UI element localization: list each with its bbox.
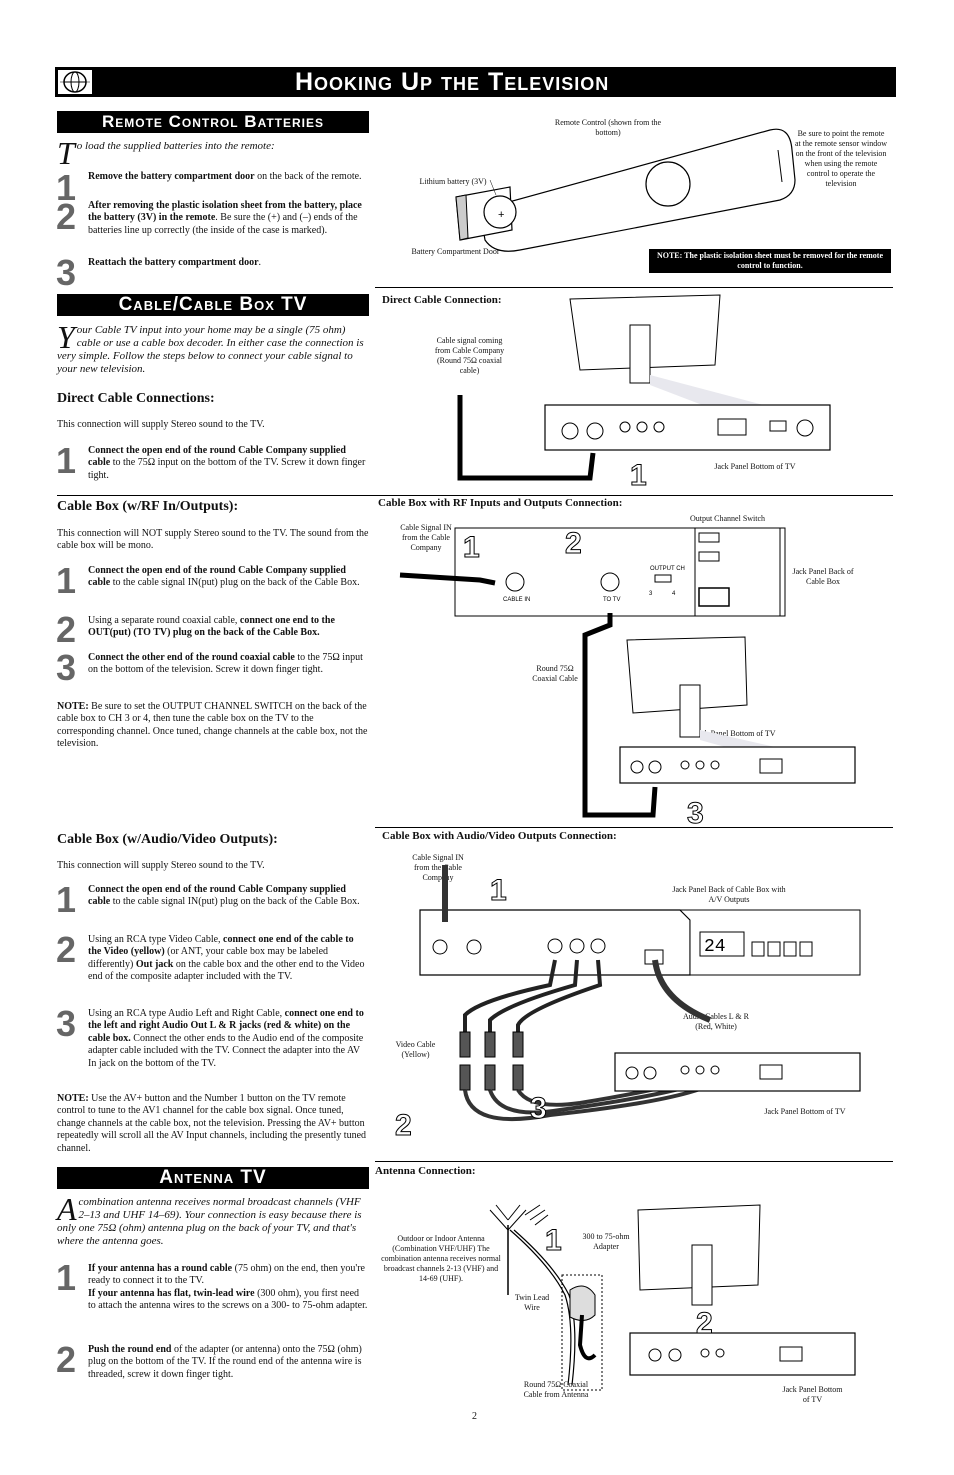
svg-text:1: 1 [463,531,480,564]
av-desc: This connection will supply Stereo sound… [57,860,265,871]
svg-text:3: 3 [649,591,653,597]
svg-text:2: 2 [565,527,582,560]
svg-text:2: 2 [395,1109,412,1142]
drop-cap: A [57,1191,77,1227]
rf-note: NOTE: Be sure to set the OUTPUT CHANNEL … [57,701,368,750]
adapter-label: 300 to 75-ohm Adapter [582,1232,630,1251]
av-jack-label: Jack Panel Bottom of TV [764,1107,846,1116]
rf-desc: This connection will NOT supply Stereo s… [57,528,369,552]
rf-step2: Using a separate round coaxial cable, co… [88,615,335,639]
divider [375,287,893,288]
point-note: Be sure to point the remote at the remot… [795,129,887,188]
step-number: 1 [56,560,77,601]
divider [375,1161,893,1162]
av-back-label: Jack Panel Back of Cable Box with A/V Ou… [672,885,786,904]
svg-text:1: 1 [545,1224,562,1257]
rf-step3: Connect the other end of the round coaxi… [88,652,363,676]
drop-cap: Y [57,319,75,355]
svg-text:CABLE IN: CABLE IN [503,597,530,603]
page-title-bar: Hooking Up the Television [55,67,896,97]
svg-text:1: 1 [630,459,647,492]
antenna-illustration: 1 2 [489,1204,856,1391]
antenna-intro-text: combination antenna receives normal broa… [57,1196,362,1247]
divider [57,495,893,496]
antenna-label: Outdoor or Indoor Antenna (Combination V… [381,1234,501,1283]
step-number: 3 [56,647,77,688]
remote-step3: Reattach the battery compartment door. [88,257,262,268]
direct-step1: Connect the open end of the round Cable … [88,445,366,481]
step-number: 2 [56,929,77,970]
rf-diagram-title: Cable Box with RF Inputs and Outputs Con… [378,497,623,509]
svg-text:3: 3 [530,1092,547,1125]
isolation-note: NOTE: The plastic isolation sheet must b… [649,249,891,273]
av-signal-label: Cable Signal IN from the Cable Company [412,853,464,882]
twin-lead-label: Twin Lead Wire [514,1293,550,1312]
step-number: 2 [56,196,77,237]
remote-control-illustration: + [455,128,796,252]
antenna-step2: Push the round end of the adapter (or an… [88,1344,362,1380]
svg-text:1: 1 [490,874,507,907]
jack-panel-label: Jack Panel Bottom of TV [714,462,796,471]
av-heading: Cable Box (w/Audio/Video Outputs): [57,832,278,847]
av-step3: Using an RCA type Audio Left and Right C… [88,1008,364,1069]
door-label: Battery Compartment Door [411,247,500,256]
rf-cable-box-illustration: CABLE IN TO TV OUTPUT CH 3 4 1 2 3 [399,527,856,831]
av-note: NOTE: Use the AV+ button and the Number … [57,1093,367,1154]
rf-back-label: Jack Panel Back of Cable Box [792,567,854,586]
audio-cables-label: Audio Cables L & R (Red, White) [683,1012,749,1031]
av-step1: Connect the open end of the round Cable … [88,884,360,908]
direct-cable-heading: Direct Cable Connections: [57,391,215,406]
remote-step2: After removing the plastic isolation she… [88,200,362,236]
svg-text:4: 4 [672,591,676,597]
rf-coax-label: Round 75Ω Coaxial Cable [532,664,578,683]
step-number: 2 [56,609,77,650]
cable-intro-text: our Cable TV input into your home may be… [57,324,364,375]
drop-cap: T [57,135,75,171]
svg-text:2: 2 [696,1307,713,1340]
rf-heading: Cable Box (w/RF In/Outputs): [57,499,239,514]
av-cable-box-illustration: 24 1 2 3 [395,865,861,1143]
signal-label: Cable signal coming from Cable Company (… [434,336,505,375]
direct-desc: This connection will supply Stereo sound… [57,419,265,430]
antenna-jack-label: Jack Panel Bottom of TV [782,1385,843,1404]
step-number: 2 [56,1339,77,1380]
antenna-step1: If your antenna has a round cable (75 oh… [88,1263,368,1312]
remote-step1: Remove the battery compartment door on t… [88,171,362,182]
remote-label: Remote Control (shown from the bottom) [554,118,662,137]
switch-label: Output Channel Switch [689,514,766,523]
remote-section-heading: Remote Control Batteries [57,111,369,133]
svg-text:24: 24 [704,937,726,957]
video-cable-label: Video Cable (Yellow) [395,1040,436,1059]
antenna-diagram-title: Antenna Connection: [375,1165,476,1177]
globe-logo-icon [58,70,92,94]
cable-section-heading: Cable/Cable Box TV [57,294,369,316]
divider [375,827,893,828]
antenna-section-heading: Antenna TV [57,1167,369,1189]
svg-text:TO TV: TO TV [603,597,620,603]
direct-cable-illustration: 1 [457,294,831,493]
svg-text:+: + [498,209,504,221]
remote-intro-text: o load the supplied batteries into the r… [76,140,275,152]
rf-signal-label: Cable Signal IN from the Cable Company [400,523,452,552]
step-number: 1 [56,1257,77,1298]
page-title: Hooking Up the Television [295,68,610,96]
av-diagram-title: Cable Box with Audio/Video Outputs Conne… [382,830,617,842]
battery-label: Lithium battery (3V) [419,177,487,186]
page-number: 2 [472,1411,477,1422]
step-number: 1 [56,167,77,208]
antenna-intro: A combination antenna receives normal br… [57,1191,369,1248]
step-number: 3 [56,1003,77,1044]
svg-text:3: 3 [687,797,704,830]
rf-step1: Connect the open end of the round Cable … [88,565,360,589]
svg-text:OUTPUT CH: OUTPUT CH [650,566,685,572]
av-step2: Using an RCA type Video Cable, connect o… [88,934,365,983]
rf-jack-label: Jack Panel Bottom of TV [694,729,776,738]
step-number: 1 [56,440,77,481]
antenna-coax-label: Round 75Ω Coaxial Cable from Antenna [523,1380,589,1399]
step-number: 1 [56,879,77,920]
step-number: 3 [56,252,77,293]
direct-diagram-title: Direct Cable Connection: [382,294,502,306]
